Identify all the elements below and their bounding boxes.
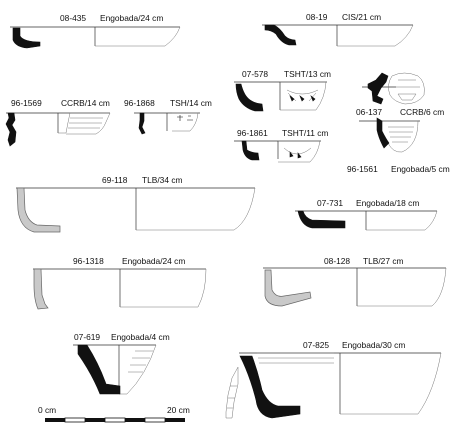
sherd-08-435-drawing (10, 26, 181, 49)
sherd-96-1569-type: CCRB/14 cm (61, 98, 110, 108)
sherd-08-19-id: 08-19 (306, 12, 328, 22)
sherd-96-1561-type: Engobada/5 cm (391, 164, 450, 174)
sherd-96-1861-drawing (234, 140, 321, 163)
sherd-69-118-id: 69-118 (102, 175, 128, 185)
sherd-07-578-drawing (234, 81, 327, 112)
scale-start-label: 0 cm (38, 405, 57, 415)
sherd-08-128-drawing (263, 267, 447, 307)
scale-end-label: 20 cm (167, 405, 190, 415)
sherd-08-128-id: 08-128 (324, 256, 351, 266)
sherd-96-1569-id: 96-1569 (11, 98, 42, 108)
sherd-07-731-type: Engobada/18 cm (356, 198, 420, 208)
sherd-96-1868-id: 96-1868 (124, 98, 155, 108)
sherd-96-1868-drawing (134, 112, 200, 135)
sherd-07-578-id: 07-578 (242, 69, 269, 79)
sherd-69-118-drawing (16, 187, 256, 233)
sherd-96-1861-id: 96-1861 (237, 128, 268, 138)
sherd-07-825-drawing (225, 352, 442, 419)
sherd-07-825-id: 07-825 (303, 340, 330, 350)
sherd-07-731-id: 07-731 (317, 198, 344, 208)
sherd-06-137-drawing (362, 72, 425, 105)
sherd-08-128-type: TLB/27 cm (363, 256, 404, 266)
sherd-07-731-drawing (295, 210, 438, 231)
sherd-96-1569-drawing (5, 112, 111, 147)
sherd-96-1861-type: TSHT/11 cm (282, 128, 329, 138)
sherd-08-19-type: CIS/21 cm (342, 12, 382, 22)
sherd-07-825-type: Engobada/30 cm (342, 340, 406, 350)
sherd-06-137-id: 06-137 (356, 107, 383, 117)
sherd-96-1561-id: 96-1561 (347, 164, 378, 174)
sherd-07-578-type: TSHT/13 cm (284, 69, 331, 79)
scale-bar (45, 417, 185, 423)
sherd-96-1318-drawing (33, 268, 207, 310)
sherd-96-1318-id: 96-1318 (73, 256, 104, 266)
sherd-08-435-id: 08-435 (60, 13, 87, 23)
sherd-96-1868-type: TSH/14 cm (170, 98, 212, 108)
sherd-08-435-type: Engobada/24 cm (100, 13, 164, 23)
sherd-07-619-type: Engobada/4 cm (111, 332, 170, 342)
sherd-96-1561-drawing (359, 117, 420, 153)
sherd-96-1318-type: Engobada/24 cm (122, 256, 186, 266)
sherd-69-118-type: TLB/34 cm (142, 175, 183, 185)
sherd-08-19-drawing (262, 24, 414, 47)
sherd-07-619-id: 07-619 (74, 332, 101, 342)
sherd-06-137-type: CCRB/6 cm (400, 107, 445, 117)
sherd-07-619-drawing (73, 344, 157, 395)
